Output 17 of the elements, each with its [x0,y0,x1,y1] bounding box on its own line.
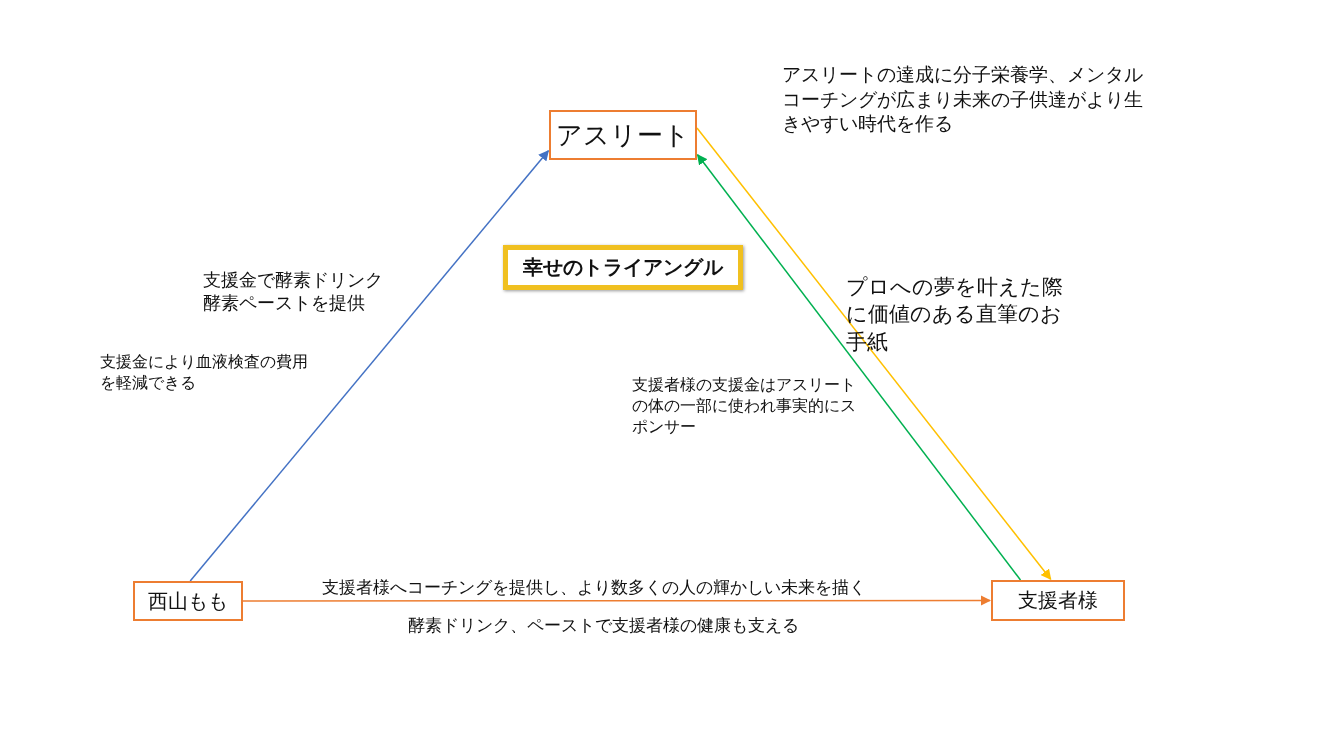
node-label: 西山もも [148,587,228,615]
node-label: 幸せのトライアングル [523,254,723,281]
node-label: 支援者様 [1018,587,1098,614]
annotation-text: 支援金により血液検査の費用を軽減できる [100,352,309,394]
annotation-text: プロへの夢を叶えた際に価値のある直筆のお手紙 [846,274,1064,356]
arrow [242,595,992,606]
process-box [133,581,243,621]
annotation-text: アスリートの達成に分子栄養学、メンタルコーチングが広まり未来の子供達がより生きやすい時代を作る [782,62,1144,137]
process-box [549,110,697,160]
node-label: アスリート [556,118,690,152]
arrow [189,149,550,582]
annotation-text: 支援金で酵素ドリンク酵素ペーストを提供 [203,268,384,315]
annotation-text: 酵素ドリンク、ペーストで支援者様の健康も支える [408,614,800,637]
annotation-text: 支援者様へコーチングを提供し、より数多くの人の輝かしい未来を描く [322,576,867,599]
annotation-text: 支援者様の支援金はアスリートの体の一部に使われ事実的にスポンサー [632,375,857,438]
title-box [503,245,743,290]
process-box [991,580,1125,621]
